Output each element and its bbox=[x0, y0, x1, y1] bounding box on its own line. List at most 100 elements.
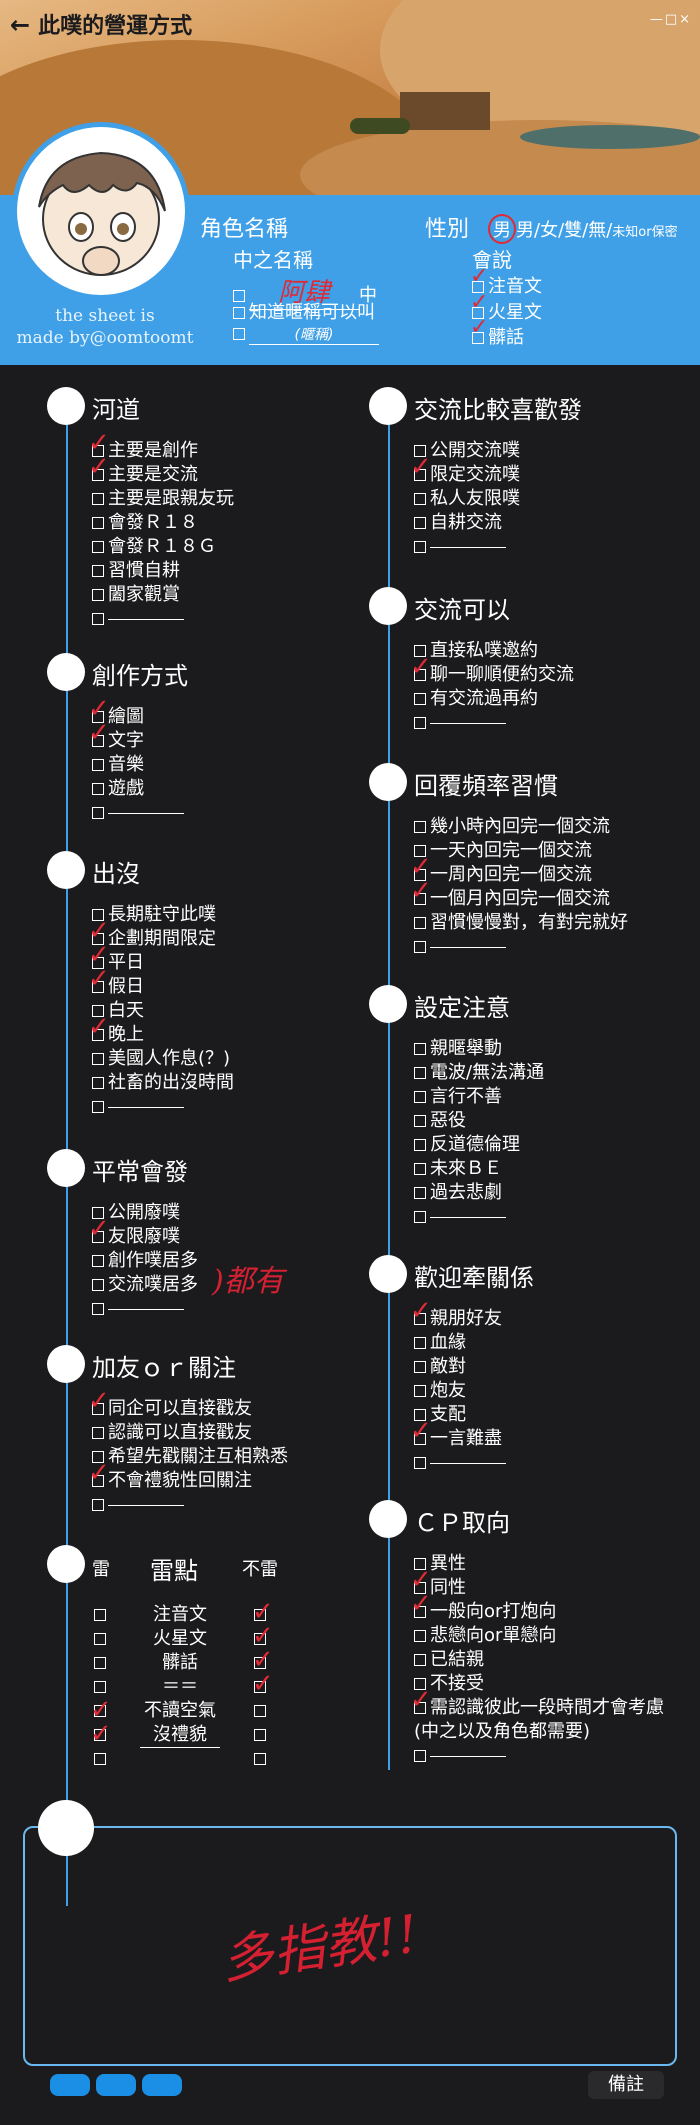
list-item[interactable]: 希望先戳關注互相熟悉 bbox=[92, 1445, 288, 1469]
checkbox[interactable] bbox=[414, 1115, 426, 1127]
checkbox[interactable] bbox=[92, 445, 104, 457]
checkbox[interactable] bbox=[92, 1207, 104, 1219]
list-item[interactable] bbox=[414, 1205, 544, 1229]
checkbox[interactable] bbox=[414, 1211, 426, 1223]
list-item[interactable]: 白天 bbox=[92, 999, 234, 1023]
checkbox[interactable] bbox=[92, 981, 104, 993]
list-item[interactable]: 繪圖✓ bbox=[88, 696, 184, 729]
checkbox[interactable] bbox=[414, 1361, 426, 1373]
checkbox[interactable] bbox=[472, 307, 484, 319]
checkbox[interactable] bbox=[92, 1303, 104, 1315]
list-item[interactable]: 美國人作息(？) bbox=[92, 1047, 234, 1071]
list-item[interactable]: 自耕交流 bbox=[414, 511, 520, 535]
list-item[interactable]: 私人友限噗 bbox=[414, 487, 520, 511]
checkbox[interactable] bbox=[92, 1231, 104, 1243]
checkbox[interactable] bbox=[92, 735, 104, 747]
checkbox[interactable] bbox=[414, 1433, 426, 1445]
checkbox[interactable] bbox=[414, 821, 426, 833]
checkbox[interactable] bbox=[92, 1077, 104, 1089]
list-item[interactable]: 平日✓ bbox=[88, 942, 234, 975]
list-item[interactable]: 炮友 bbox=[414, 1379, 506, 1403]
lei-checkbox[interactable] bbox=[94, 1657, 106, 1669]
list-item[interactable]: 社畜的出沒時間 bbox=[92, 1071, 234, 1095]
list-item[interactable]: 同性✓ bbox=[410, 1567, 664, 1600]
note-button[interactable]: 備註 bbox=[588, 2071, 664, 2099]
list-item[interactable]: 習慣自耕 bbox=[92, 559, 234, 583]
checkbox[interactable] bbox=[414, 893, 426, 905]
checkbox[interactable] bbox=[92, 711, 104, 723]
list-item[interactable]: 敵對 bbox=[414, 1355, 506, 1379]
list-item[interactable]: 長期駐守此噗 bbox=[92, 903, 234, 927]
list-item[interactable]: 支配 bbox=[414, 1403, 506, 1427]
gender-options[interactable]: 男男/女/雙/無/未知or保密 bbox=[488, 214, 678, 244]
list-item[interactable] bbox=[92, 1493, 288, 1517]
list-item[interactable]: 音樂 bbox=[92, 753, 184, 777]
list-item[interactable]: 直接私噗邀約 bbox=[414, 639, 574, 663]
checkbox[interactable] bbox=[414, 669, 426, 681]
list-item[interactable]: 聊一聊順便約交流✓ bbox=[410, 654, 574, 687]
checkbox[interactable] bbox=[414, 1654, 426, 1666]
checkbox[interactable] bbox=[92, 1279, 104, 1291]
list-item[interactable]: 血緣 bbox=[414, 1331, 506, 1355]
checkbox[interactable] bbox=[92, 909, 104, 921]
lei-checkbox[interactable] bbox=[94, 1729, 106, 1741]
list-item[interactable]: 一般向or打炮向✓ bbox=[410, 1591, 664, 1624]
speaks-item[interactable]: ✓髒話 bbox=[470, 315, 524, 349]
not-lei-checkbox[interactable] bbox=[254, 1753, 266, 1765]
checkbox[interactable] bbox=[92, 1451, 104, 1463]
blank-line[interactable] bbox=[108, 1504, 184, 1506]
checkbox[interactable] bbox=[472, 281, 484, 293]
list-item[interactable]: 公開交流噗 bbox=[414, 439, 520, 463]
checkbox[interactable] bbox=[233, 328, 245, 340]
speaks-item[interactable]: ✓火星文 bbox=[470, 290, 542, 324]
list-item[interactable] bbox=[92, 801, 184, 825]
list-item[interactable]: 一言難盡✓ bbox=[410, 1418, 506, 1451]
checkbox[interactable] bbox=[92, 1403, 104, 1415]
checkbox[interactable] bbox=[414, 717, 426, 729]
list-item[interactable]: 親朋好友✓ bbox=[410, 1298, 506, 1331]
lei-checkbox[interactable] bbox=[94, 1753, 106, 1765]
checkbox[interactable] bbox=[92, 1005, 104, 1017]
checkbox[interactable] bbox=[414, 1678, 426, 1690]
checkbox[interactable] bbox=[414, 1337, 426, 1349]
list-item[interactable]: 同企可以直接戳友✓ bbox=[88, 1388, 288, 1421]
list-item[interactable] bbox=[92, 1297, 198, 1321]
list-item[interactable] bbox=[92, 607, 234, 631]
list-item[interactable]: 主要是交流✓ bbox=[88, 454, 234, 487]
checkbox[interactable] bbox=[92, 493, 104, 505]
blank-line[interactable] bbox=[430, 1216, 506, 1218]
checkbox[interactable] bbox=[92, 957, 104, 969]
checkbox[interactable] bbox=[414, 1385, 426, 1397]
list-item[interactable]: 闔家觀賞 bbox=[92, 583, 234, 607]
checkbox[interactable] bbox=[92, 1053, 104, 1065]
checkbox[interactable] bbox=[414, 1409, 426, 1421]
list-item[interactable]: 習慣慢慢對，有對完就好 bbox=[414, 911, 628, 935]
list-item[interactable]: 一個月內回完一個交流✓ bbox=[410, 878, 628, 911]
checkbox[interactable] bbox=[414, 1457, 426, 1469]
list-item[interactable]: 一周內回完一個交流✓ bbox=[410, 854, 628, 887]
checkbox[interactable] bbox=[414, 869, 426, 881]
checkbox[interactable] bbox=[92, 1427, 104, 1439]
lei-checkbox[interactable] bbox=[94, 1633, 106, 1645]
list-item[interactable]: 悲戀向or單戀向 bbox=[414, 1624, 664, 1648]
blank-line[interactable] bbox=[108, 1106, 184, 1108]
checkbox[interactable] bbox=[92, 517, 104, 529]
checkbox[interactable] bbox=[414, 469, 426, 481]
checkbox[interactable] bbox=[414, 1582, 426, 1594]
checkbox[interactable] bbox=[92, 589, 104, 601]
page-pill-2[interactable] bbox=[96, 2074, 136, 2096]
checkbox[interactable] bbox=[92, 613, 104, 625]
checkbox[interactable] bbox=[414, 917, 426, 929]
checkbox[interactable] bbox=[472, 332, 484, 344]
blank-line[interactable] bbox=[108, 618, 184, 620]
list-item[interactable]: 公開廢噗 bbox=[92, 1201, 198, 1225]
note-box[interactable] bbox=[23, 1826, 677, 2066]
checkbox[interactable] bbox=[92, 759, 104, 771]
not-lei-checkbox[interactable] bbox=[254, 1705, 266, 1717]
list-item[interactable] bbox=[414, 711, 574, 735]
nickname-opt3[interactable]: (暱稱) bbox=[233, 323, 379, 345]
list-item[interactable]: 一天內回完一個交流 bbox=[414, 839, 628, 863]
not-lei-checkbox[interactable] bbox=[254, 1633, 266, 1645]
blank-line[interactable] bbox=[430, 1462, 506, 1464]
checkbox[interactable] bbox=[92, 1029, 104, 1041]
